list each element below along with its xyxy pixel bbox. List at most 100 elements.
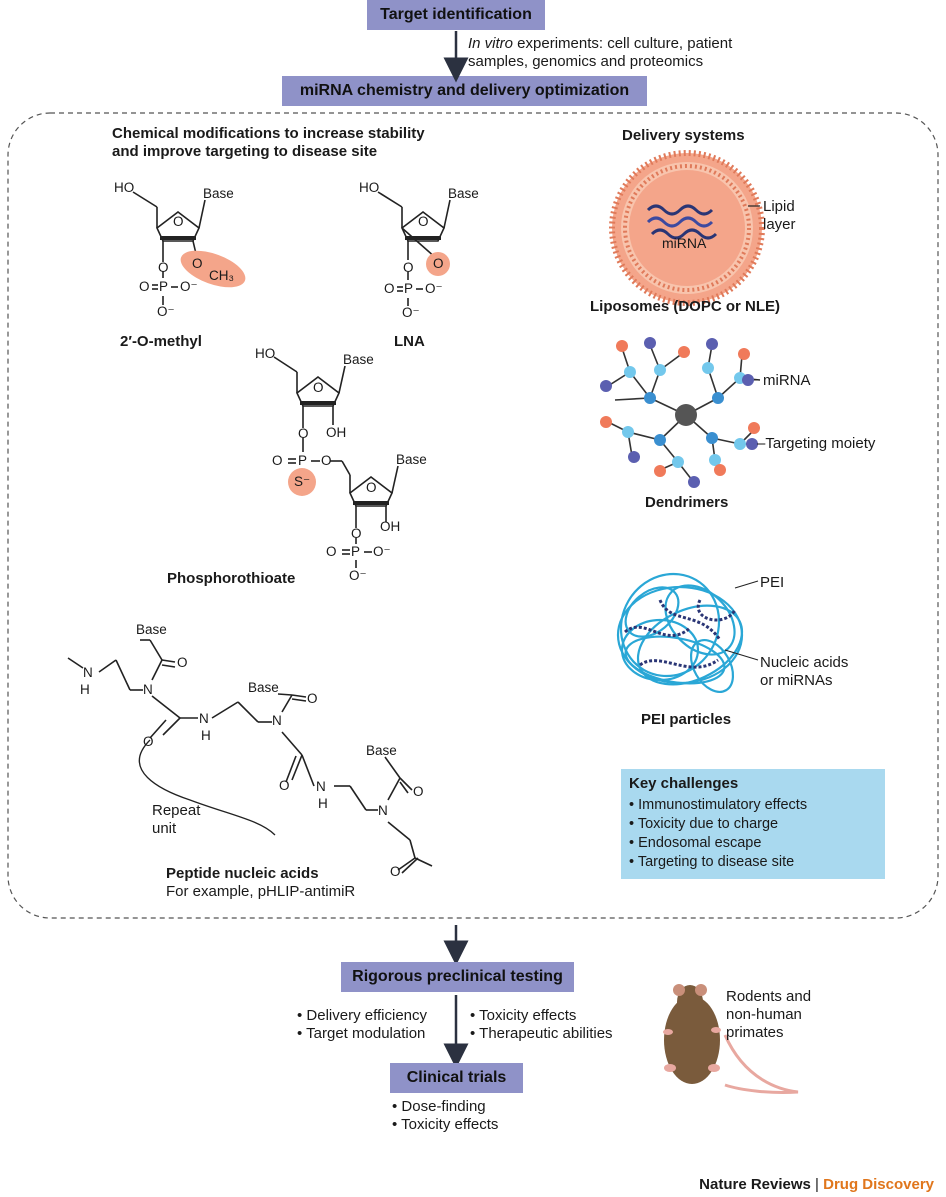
pna-n3: N — [378, 803, 388, 818]
clinical-trials-label: Clinical trials — [406, 1069, 507, 1086]
in-vitro-rest: experiments: cell culture, patient — [513, 35, 733, 52]
nucleic-label-1: Nucleic acids — [760, 654, 849, 671]
liposome-mirna-label: miRNA — [662, 235, 707, 251]
omethyl-p: P — [159, 279, 169, 294]
preclinical-bullet: • Delivery efficiency — [297, 1007, 428, 1024]
pna-label: Peptide nucleic acids — [166, 865, 319, 882]
key-challenges-title: Key challenges — [629, 775, 739, 792]
repeat-unit-label-2: unit — [152, 820, 177, 837]
pt-o-link: O — [321, 453, 332, 468]
lna-o-minus-b: O⁻ — [402, 305, 420, 320]
lna-o3: O — [403, 260, 414, 275]
pna-base2: Base — [248, 680, 279, 695]
pna-h2: H — [318, 796, 328, 811]
phosphorothioate-structure — [273, 356, 399, 568]
pna-n2: N — [272, 713, 282, 728]
footer-separator: | — [810, 1176, 824, 1193]
lna-structure — [377, 191, 451, 306]
pt-oh2: OH — [380, 519, 401, 534]
pna-example: For example, pHLIP-antimiR — [166, 883, 356, 900]
pna-structure — [67, 639, 433, 874]
key-challenges-box: Key challenges • Immunostimulatory effec… — [621, 769, 885, 879]
omethyl-ring-o: O — [173, 214, 184, 229]
in-vitro-text-line2: samples, genomics and proteomics — [468, 53, 704, 70]
pei-label: PEI — [760, 574, 785, 591]
animals-line2: non-human — [726, 1006, 802, 1023]
preclinical-bullet-text: Delivery efficiency — [306, 1007, 428, 1024]
clinical-trials-box: Clinical trials — [390, 1063, 523, 1093]
lipid-layer-label-1: Lipid — [763, 198, 795, 215]
liposome — [609, 150, 765, 306]
targeting-moiety-text: Targeting moiety — [765, 435, 876, 452]
preclinical-label: Rigorous preclinical testing — [352, 968, 563, 985]
lna-label: LNA — [394, 333, 425, 350]
pna-o2: O — [143, 734, 154, 749]
pna-nh1: N — [199, 711, 209, 726]
dendrimer-mirna-label: miRNA — [763, 372, 811, 389]
pt-o3: O — [298, 426, 309, 441]
pt-base2: Base — [396, 452, 427, 467]
pt-o3b: O — [351, 526, 362, 541]
omethyl-o3: O — [158, 260, 169, 275]
chemistry-optimization-label: miRNA chemistry and delivery optimizatio… — [299, 82, 630, 99]
lna-p: P — [404, 281, 414, 296]
key-challenge-item: • Immunostimulatory effects — [629, 797, 808, 813]
pt-o-eq2: O — [326, 544, 337, 559]
key-challenge-item: • Targeting to disease site — [629, 854, 795, 870]
repeat-unit-label-1: Repeat — [152, 802, 201, 819]
lna-highlight — [426, 252, 450, 276]
pei-nucleic-strands — [624, 599, 737, 669]
lipid-layer-label-2: layer — [763, 216, 796, 233]
pna-o5: O — [413, 784, 424, 799]
optimization-dashed-frame — [7, 112, 939, 919]
preclinical-bullet-text: Target modulation — [306, 1025, 426, 1042]
pna-o1: O — [177, 655, 188, 670]
clinical-list: • Dose-finding • Toxicity effects — [392, 1098, 498, 1134]
preclinical-bullet: • Target modulation — [297, 1025, 426, 1042]
chem-heading-line2: and improve targeting to disease site — [112, 143, 378, 160]
pt-oh: OH — [326, 425, 347, 440]
pna-o3: O — [307, 691, 318, 706]
nucleic-callout-line — [724, 649, 759, 661]
pt-ring-o: O — [313, 380, 324, 395]
phosphorothioate-label: Phosphorothioate — [167, 570, 296, 587]
thio-highlight — [288, 468, 316, 496]
omethyl-highlight — [180, 250, 246, 288]
in-vitro-text: In vitro experiments: cell culture, pati… — [468, 35, 732, 53]
pna-base3: Base — [366, 743, 397, 758]
pna-o4: O — [279, 778, 290, 793]
omethyl-label: 2′-O-methyl — [120, 333, 202, 350]
preclinical-bullet-text: Toxicity effects — [479, 1007, 577, 1024]
pt-o-eq: O — [272, 453, 283, 468]
pei-callout-line — [734, 580, 759, 589]
nucleic-label-2: or miRNAs — [760, 672, 833, 689]
pt-o-minus-b: O⁻ — [349, 568, 367, 583]
clinical-bullet: • Dose-finding — [392, 1098, 486, 1115]
pt-ho: HO — [255, 346, 276, 361]
repeat-unit-bracket — [138, 739, 276, 836]
pna-o6: O — [390, 864, 401, 879]
lna-o-eq: O — [384, 281, 395, 296]
targeting-moiety-dash: – — [757, 435, 766, 452]
lna-ho: HO — [359, 180, 380, 195]
pna-h-term: H — [80, 682, 90, 697]
pna-h1: H — [201, 728, 211, 743]
clinical-bullet: • Toxicity effects — [392, 1116, 499, 1133]
delivery-heading: Delivery systems — [622, 127, 745, 144]
preclinical-left-list: • Delivery efficiency • Target modulatio… — [297, 1007, 427, 1043]
targeting-moiety-label: –Targeting moiety — [757, 435, 875, 453]
lna-ring-o: O — [418, 214, 429, 229]
key-challenge-text: Toxicity due to charge — [637, 816, 779, 832]
omethyl-base: Base — [203, 186, 234, 201]
preclinical-box: Rigorous preclinical testing — [341, 962, 574, 992]
key-challenge-text: Targeting to disease site — [637, 854, 795, 870]
target-identification-label: Target identification — [380, 6, 532, 23]
clinical-bullet-text: Toxicity effects — [401, 1116, 499, 1133]
omethyl-o-minus-r: O⁻ — [180, 279, 198, 294]
omethyl-ho: HO — [114, 180, 135, 195]
journal-footer: Nature Reviews | Drug Discovery — [699, 1176, 934, 1193]
omethyl-o-eq: O — [139, 279, 150, 294]
pt-ring-o2: O — [366, 480, 377, 495]
target-identification-box: Target identification — [367, 0, 545, 30]
